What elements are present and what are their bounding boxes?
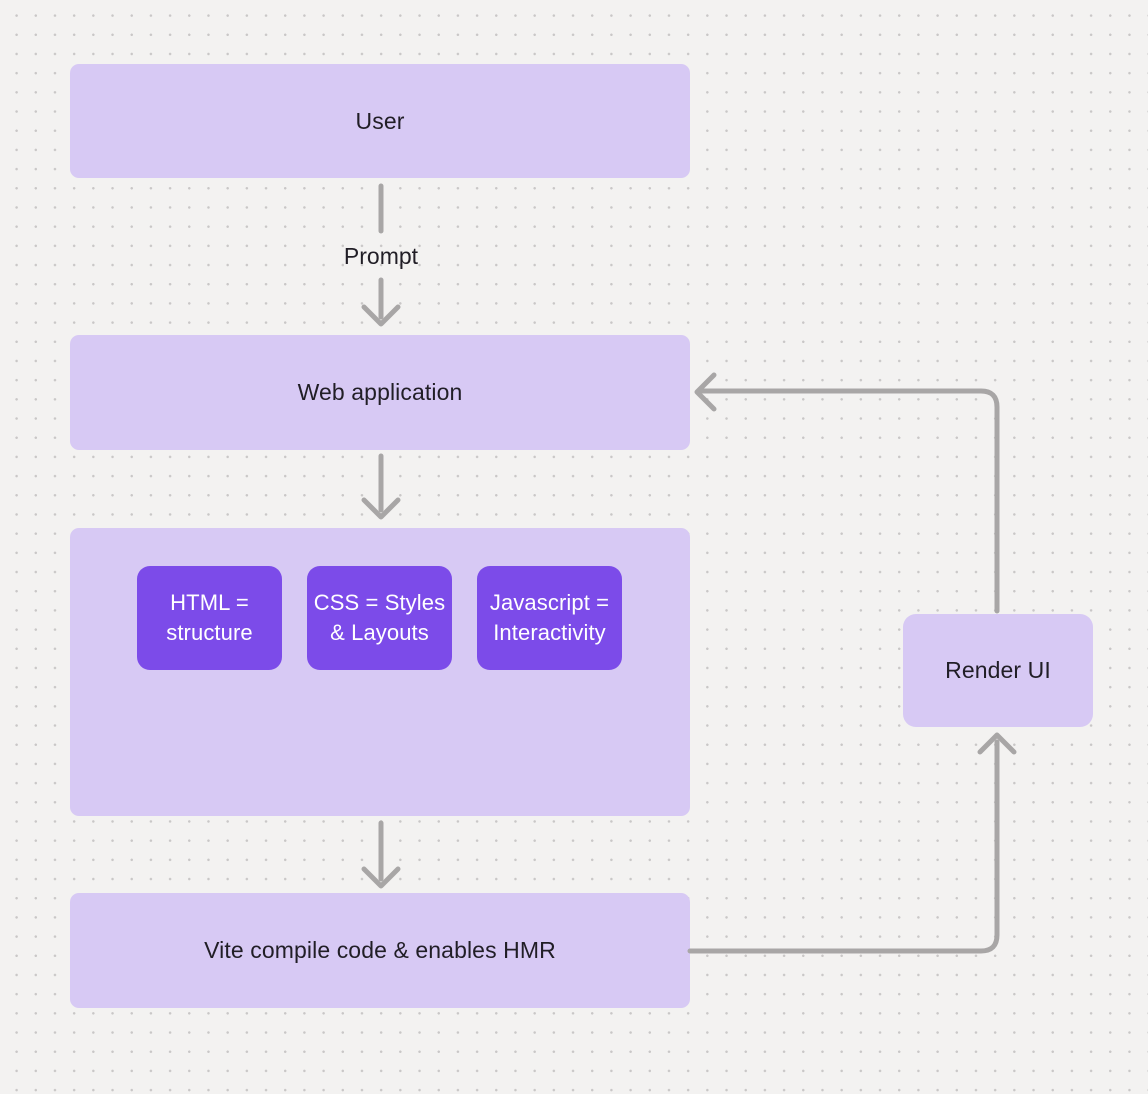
node-render-ui: Render UI <box>903 614 1093 727</box>
node-render-ui-label: Render UI <box>945 657 1051 683</box>
arrowhead-up-into-renderui-icon <box>977 732 1017 755</box>
arrowhead-left-into-webapp-icon <box>694 372 717 412</box>
chip-css: CSS = Styles & Layouts <box>307 566 452 670</box>
node-user: User <box>70 64 690 178</box>
chip-css-line1: CSS = Styles <box>313 590 446 615</box>
edge-renderui-to-webapp <box>699 388 1000 614</box>
node-web-application: Web application <box>70 335 690 450</box>
chip-javascript-line1: Javascript = <box>489 590 610 615</box>
edge-label-prompt: Prompt <box>343 243 419 269</box>
chip-row: HTML = structure CSS = Styles & Layouts … <box>137 566 622 670</box>
edge-vite-to-renderui <box>687 739 1000 954</box>
arrowhead-down-into-group-icon <box>361 497 401 520</box>
chip-javascript-line2: Interactivity <box>493 620 606 645</box>
node-web-application-label: Web application <box>297 379 463 405</box>
chip-javascript: Javascript = Interactivity <box>477 566 622 670</box>
node-vite: Vite compile code & enables HMR <box>70 893 690 1008</box>
chip-html-line1: HTML = <box>170 590 249 615</box>
node-components-group: HTML = structure CSS = Styles & Layouts … <box>70 528 690 816</box>
arrowhead-down-into-webapp-icon <box>361 304 401 327</box>
node-vite-label: Vite compile code & enables HMR <box>204 937 556 963</box>
node-user-label: User <box>355 107 405 134</box>
chip-css-line2: & Layouts <box>330 620 429 645</box>
chip-html-line2: structure <box>166 620 253 645</box>
chip-html: HTML = structure <box>137 566 282 670</box>
arrowhead-down-into-vite-icon <box>361 866 401 889</box>
